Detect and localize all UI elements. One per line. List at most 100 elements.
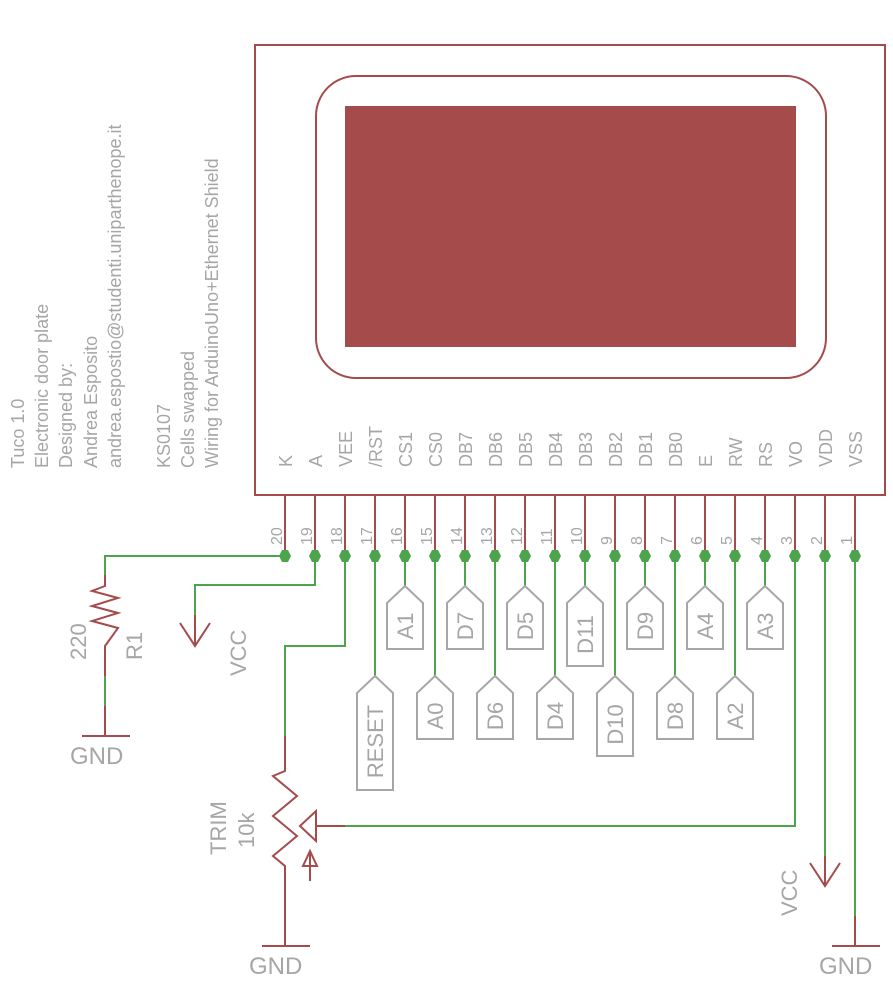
lcd-screen <box>345 106 796 347</box>
net-label-tag <box>626 584 664 650</box>
title-line-5: andrea.espostio@studenti.uniparthenope.i… <box>105 124 125 468</box>
pin-name: VDD <box>816 429 836 467</box>
note-line-3: Wiring for ArduinoUno+Ethernet Shield <box>202 158 222 468</box>
note-line-2: Cells swapped <box>178 351 198 468</box>
lcd-pins: K20A19VEE18/RST17CS116CS015DB714DB613DB5… <box>269 426 866 562</box>
net-label-text: D4 <box>543 702 568 730</box>
net-label-text: D8 <box>663 702 688 730</box>
net-label-text: A1 <box>393 613 418 640</box>
net-label-text: A2 <box>723 703 748 730</box>
pin-name: DB7 <box>456 432 476 467</box>
pin-number: 14 <box>449 527 466 545</box>
net-label-text: A0 <box>423 703 448 730</box>
pin-number: 20 <box>269 527 286 545</box>
pin-number: 13 <box>479 527 496 545</box>
net-label-tag <box>446 584 484 650</box>
r1-value: 220 <box>66 623 91 660</box>
trim-value: 10k <box>234 812 259 848</box>
pin-number: 10 <box>569 527 586 545</box>
pin-number: 15 <box>419 527 436 545</box>
gnd-symbol-resistor: GND <box>70 735 130 770</box>
pin-number: 8 <box>629 536 646 545</box>
gnd-label: GND <box>819 953 872 980</box>
adjust-arrow-icon <box>301 848 319 867</box>
net-label-text: RESET <box>363 705 388 778</box>
pin-name: CS0 <box>426 432 446 467</box>
wire-vee-to-trim <box>284 556 346 736</box>
pin-number: 2 <box>809 536 826 545</box>
pin-number: 3 <box>779 536 796 545</box>
pin-number: 4 <box>749 536 766 545</box>
pin-name: DB3 <box>576 432 596 467</box>
note-line-1: KS0107 <box>154 404 174 468</box>
lcd-bezel <box>315 75 827 379</box>
pin-name: DB2 <box>606 432 626 467</box>
net-label-tag <box>356 674 394 791</box>
pin-number: 18 <box>329 527 346 545</box>
pin-name: CS1 <box>396 432 416 467</box>
resistor-symbol <box>88 575 122 676</box>
pin-name: VEE <box>336 431 356 467</box>
pin-number: 12 <box>509 527 526 545</box>
gnd-label: GND <box>70 743 123 770</box>
pin-number: 6 <box>689 536 706 545</box>
net-label-text: D6 <box>483 702 508 730</box>
resistor-r1: 220 R1 <box>66 575 147 736</box>
pin-name: E <box>696 455 716 467</box>
vcc-symbol-right: VCC <box>777 856 841 916</box>
pin-number: 17 <box>359 527 376 545</box>
net-label-tag <box>686 584 724 650</box>
net-label-tag <box>656 674 694 740</box>
gnd-label: GND <box>249 953 302 980</box>
net-label-text: A3 <box>753 613 778 640</box>
net-label-tag <box>596 674 634 757</box>
net-label-tag <box>536 674 574 740</box>
title-line-2: Electronic door plate <box>32 304 52 468</box>
pin-name: RW <box>726 437 746 467</box>
net-label-text: D9 <box>633 612 658 640</box>
net-label-text: D7 <box>453 612 478 640</box>
trimmer-trim: TRIM 10k <box>206 736 345 946</box>
pin-number: 7 <box>659 536 676 545</box>
wire-vo-to-wiper <box>345 556 796 827</box>
gnd-symbol-trim: GND <box>249 945 310 980</box>
net-label-text: D5 <box>513 612 538 640</box>
arrow-down-icon <box>179 622 211 648</box>
net-label-text: A4 <box>693 613 718 640</box>
pin-name: DB4 <box>546 432 566 467</box>
pin-name: VO <box>786 441 806 467</box>
pin-number: 19 <box>299 527 316 545</box>
vcc-symbol-left: VCC <box>179 615 251 676</box>
pin-name: DB1 <box>636 432 656 467</box>
pin-name: DB6 <box>486 432 506 467</box>
pin-number: 11 <box>539 528 556 545</box>
pin-name: VSS <box>846 431 866 467</box>
title-line-3: Designed by: <box>56 363 76 468</box>
net-label-text: D10 <box>603 704 628 744</box>
net-label-tag <box>506 584 544 650</box>
vcc-label: VCC <box>777 869 802 916</box>
net-label-tag <box>566 584 604 667</box>
r1-name: R1 <box>122 632 147 660</box>
net-label-tag <box>746 584 784 650</box>
pin-name: RS <box>756 442 776 467</box>
vcc-label: VCC <box>226 629 251 676</box>
pin-name: K <box>276 455 296 467</box>
wires <box>104 555 856 916</box>
pin-name: DB5 <box>516 432 536 467</box>
lcd-module <box>254 44 886 496</box>
net-label-text: D11 <box>573 615 598 654</box>
pin-name: A <box>306 455 326 467</box>
net-label-tag <box>476 674 514 740</box>
lcd-outline <box>254 44 886 496</box>
trim-name: TRIM <box>206 801 231 855</box>
wiper-arrow-icon <box>298 808 317 844</box>
pin-number: 5 <box>719 536 736 545</box>
wire-k-to-r1 <box>104 555 285 575</box>
arrow-down-icon <box>809 862 841 888</box>
gnd-symbol-right: GND <box>819 916 880 980</box>
title-block: Tuco 1.0 Electronic door plate Designed … <box>8 124 222 468</box>
pin-number: 9 <box>599 536 616 545</box>
net-label-tag <box>416 674 454 740</box>
